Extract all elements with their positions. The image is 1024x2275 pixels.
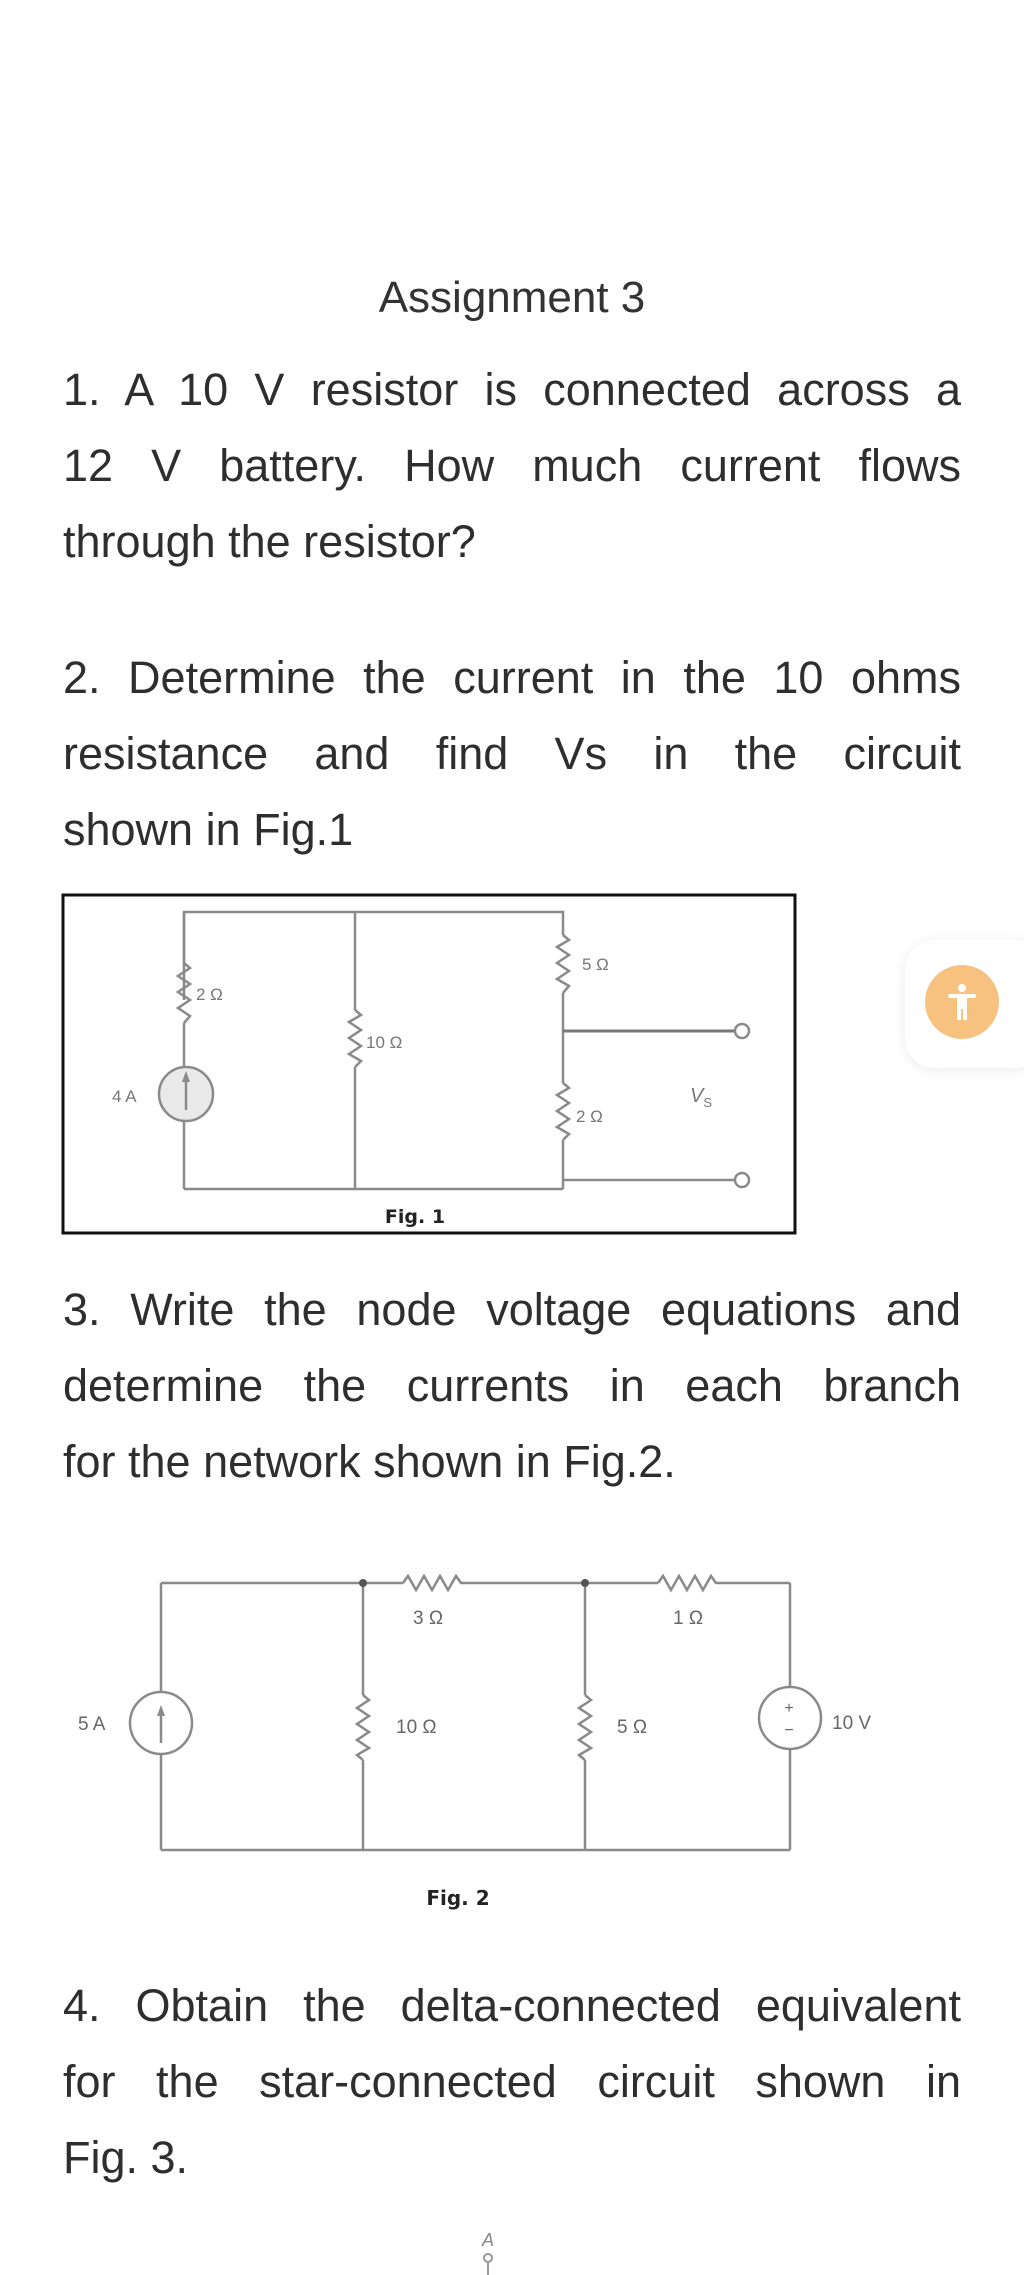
- figure-3-partial: A: [481, 2230, 494, 2275]
- label-2ohm-right: 2 Ω: [576, 1107, 603, 1126]
- resistor-10ohm: [346, 1009, 364, 1068]
- question-2-line-1: 2. Determine the current in the 10 ohms: [63, 652, 961, 703]
- arrow-up-icon: [157, 1705, 165, 1716]
- resistor-1ohm: [656, 1573, 720, 1593]
- node-a-terminal: [483, 2253, 493, 2263]
- resistor-2ohm-left: [175, 962, 193, 1024]
- output-terminal-top: [733, 1022, 751, 1040]
- question-4-line-2: for the star-connected circuit shown in: [63, 2056, 961, 2107]
- label-1ohm: 1 Ω: [673, 1608, 703, 1629]
- label-5a: 5 A: [78, 1714, 106, 1735]
- node-dot-1: [359, 1579, 367, 1587]
- figure-1-caption: Fig. 1: [385, 1206, 445, 1228]
- output-terminal-bottom: [733, 1171, 751, 1189]
- figure-2-caption: Fig. 2: [426, 1886, 489, 1910]
- question-4-line-1: 4. Obtain the delta-connected equivalent: [63, 1980, 961, 2031]
- label-3ohm: 3 Ω: [413, 1608, 443, 1629]
- minus-sign: −: [784, 1722, 793, 1739]
- node-dot-2: [581, 1579, 589, 1587]
- question-3-line-2: determine the currents in each branch: [63, 1360, 961, 1411]
- question-3: 3. Write the node voltage equations and …: [63, 1272, 961, 1500]
- question-4: 4. Obtain the delta-connected equivalent…: [63, 1968, 961, 2196]
- label-2ohm-left: 2 Ω: [196, 985, 223, 1004]
- figure-2-circuit: + − 5 A 3 Ω 1 Ω 10 Ω 5 Ω 10 V Fig. 2: [78, 1573, 871, 1910]
- question-4-line-3: Fig. 3.: [63, 2132, 189, 2183]
- plus-sign: +: [784, 1700, 793, 1717]
- question-2-line-3: shown in Fig.1: [63, 804, 354, 855]
- figure-1-circuit: 4 A 2 Ω 10 Ω 5 Ω 2 Ω VS Fig. 1: [61, 893, 797, 1235]
- resistor-2ohm-right: [554, 1082, 572, 1141]
- accessibility-button[interactable]: [925, 965, 999, 1039]
- label-10ohm: 10 Ω: [396, 1717, 437, 1738]
- accessibility-person-icon: [948, 984, 976, 1020]
- question-2: 2. Determine the current in the 10 ohms …: [63, 640, 961, 868]
- resistor-5ohm-shunt: [576, 1694, 594, 1761]
- question-1-line-1: 1. A 10 V resistor is connected across a: [63, 364, 961, 415]
- resistor-5ohm: [554, 934, 572, 994]
- resistor-3ohm: [401, 1573, 465, 1593]
- question-3-line-1: 3. Write the node voltage equations and: [63, 1284, 961, 1335]
- label-5ohm: 5 Ω: [617, 1717, 647, 1738]
- page-title: Assignment 3: [378, 273, 646, 322]
- arrow-up-icon: [182, 1071, 190, 1082]
- label-4a: 4 A: [112, 1087, 137, 1106]
- resistor-10ohm-shunt: [354, 1694, 372, 1761]
- question-2-line-2: resistance and find Vs in the circuit: [63, 728, 961, 779]
- question-1-line-3: through the resistor?: [63, 516, 476, 567]
- node-a-label: A: [481, 2230, 494, 2250]
- question-1-line-2: 12 V battery. How much current flows: [63, 440, 961, 491]
- question-3-line-3: for the network shown in Fig.2.: [63, 1436, 676, 1487]
- label-vs: VS: [690, 1085, 712, 1110]
- question-1: 1. A 10 V resistor is connected across a…: [63, 352, 961, 580]
- label-10ohm: 10 Ω: [366, 1033, 402, 1052]
- label-10v: 10 V: [832, 1713, 871, 1734]
- label-5ohm: 5 Ω: [582, 955, 609, 974]
- voltage-source-10v: [757, 1685, 823, 1751]
